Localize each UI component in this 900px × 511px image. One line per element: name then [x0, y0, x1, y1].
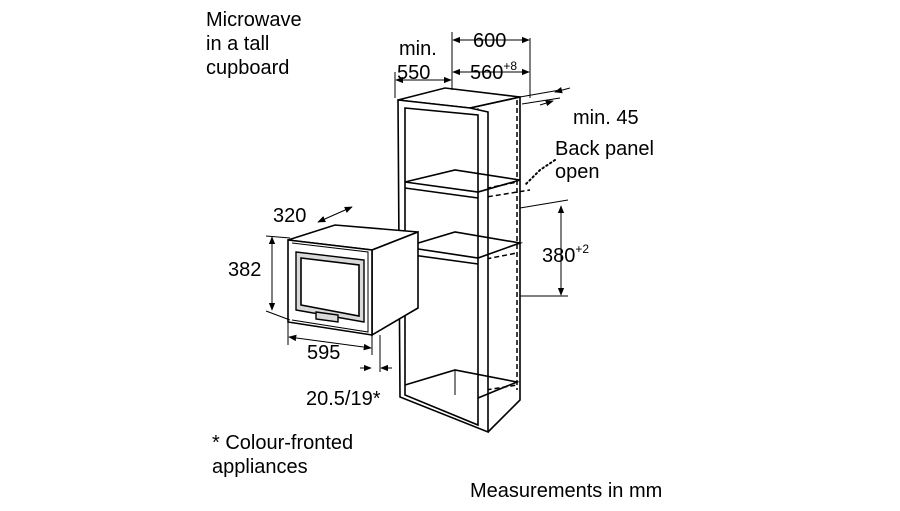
units-note: Measurements in mm — [470, 480, 662, 502]
depth-min-label: min. — [399, 38, 437, 60]
tall-cupboard — [397, 87, 531, 434]
title-line-2: in a tall — [206, 33, 269, 55]
footnote-line-2: appliances — [212, 456, 308, 478]
appliance-depth-label: 320 — [273, 205, 306, 227]
back-gap-label: min. 45 — [573, 107, 639, 129]
title-block: Microwave in a tall cupboard — [206, 9, 302, 79]
title-line-1: Microwave — [206, 9, 302, 31]
appliance-height-label: 382 — [228, 259, 261, 281]
dimension-lines — [265, 32, 571, 372]
title-line-3: cupboard — [206, 57, 289, 79]
depth-min-value: 550 — [397, 62, 430, 84]
outer-width-label: 600 — [473, 30, 506, 52]
inner-width-label: 560+8 — [470, 59, 517, 84]
appliance-width-label: 595 — [307, 342, 340, 364]
microwave-appliance — [287, 224, 419, 337]
niche-height-label: 380+2 — [542, 242, 589, 267]
cupboard-side-panel — [469, 96, 521, 433]
back-panel-label-line-1: Back panel — [555, 138, 654, 160]
front-thickness-label: 20.5/19* — [306, 388, 381, 410]
microwave-control-strip — [315, 311, 339, 323]
cupboard-hidden-edges — [454, 100, 531, 396]
footnote-line-1: * Colour-fronted — [212, 432, 353, 454]
back-panel-label-line-2: open — [555, 161, 600, 183]
cupboard-front-frame — [397, 99, 489, 434]
cupboard-upper-shelf — [404, 169, 521, 199]
